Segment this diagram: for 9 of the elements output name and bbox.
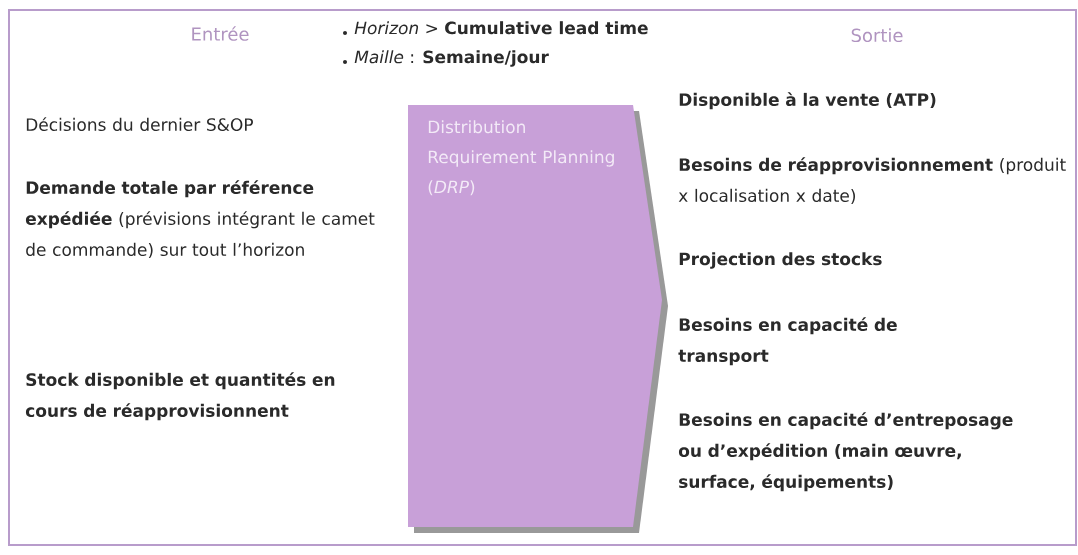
output-text: Disponible à la vente (ATP) xyxy=(679,92,936,110)
bullet-item: Maille : Semaine/jour xyxy=(343,50,549,67)
input-text: Décisions du dernier S&OP xyxy=(26,117,253,132)
column-heading: Entrée xyxy=(192,26,249,41)
column-heading: Sortie xyxy=(851,28,903,43)
input-text: Demande totale par référence expédiée (prévisions intégrant le camet de commande) sur tout l’horizon xyxy=(25,180,375,259)
bullet-item: Horizon > Cumulative lead time xyxy=(343,21,648,35)
process-chevron: Distribution Requirement Planning (DRP) xyxy=(408,105,668,533)
input-text: Stock disponible et quantités en cours de réapprovisionnent xyxy=(25,372,335,421)
